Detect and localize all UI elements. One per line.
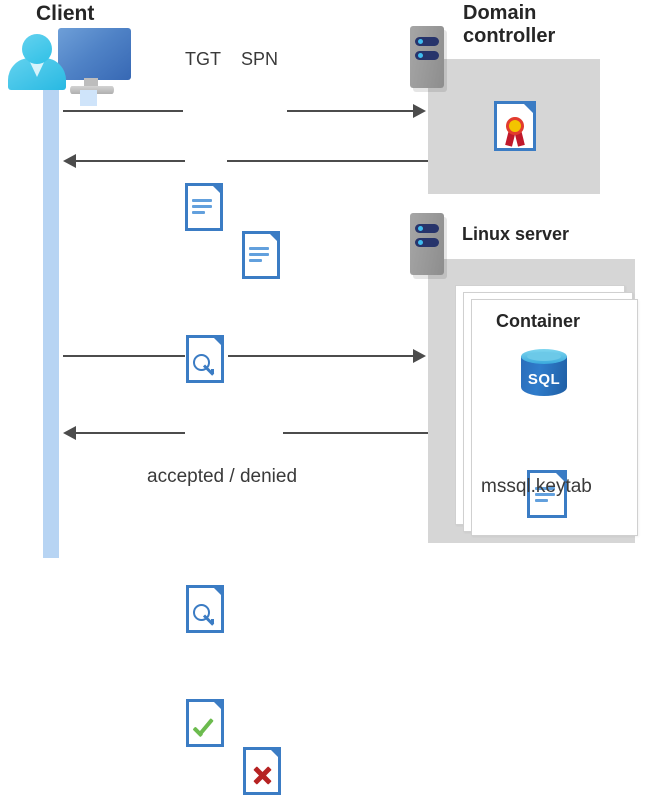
approved-document-icon [186, 699, 224, 747]
check-mark-icon [192, 716, 218, 738]
monitor-screen-icon [58, 28, 131, 80]
client-label: Client [36, 2, 95, 25]
certificate-seal-icon [505, 117, 527, 147]
monitor-stem [80, 90, 97, 106]
denied-document-icon [243, 747, 281, 795]
request-arrow-line-right [287, 110, 414, 112]
keytab-filename-label: mssql.keytab [481, 476, 592, 497]
domain-controller-label: Domain controller [463, 2, 556, 48]
linux-server-rack-icon [410, 213, 444, 275]
present-ticket-arrow-line-right [228, 355, 414, 357]
present-ticket-key-document-icon [186, 585, 224, 633]
spn-document-icon [242, 231, 280, 279]
domain-controller-server-rack-icon [410, 26, 444, 88]
result-arrow-line-right [283, 432, 428, 434]
present-ticket-arrow-head [413, 349, 426, 363]
spn-label: SPN [241, 49, 279, 69]
tgt-document-icon [185, 183, 223, 231]
certificate-document-icon [494, 101, 536, 151]
request-arrow-line-left [63, 110, 183, 112]
sql-database-icon: SQL [521, 349, 567, 403]
x-mark-icon [250, 764, 274, 786]
container-label: Container [496, 311, 581, 331]
sql-database-text: SQL [527, 371, 561, 388]
result-arrow-head [63, 426, 76, 440]
accepted-denied-label: accepted / denied [147, 466, 298, 487]
client-lifeline [43, 66, 59, 558]
present-ticket-arrow-line-left [63, 355, 185, 357]
key-icon [192, 352, 220, 376]
tgt-label: TGT [185, 49, 221, 69]
kerberos-ticket-key-document-icon [186, 335, 224, 383]
result-arrow-line-left [75, 432, 185, 434]
ticket-arrow-line-right [227, 160, 428, 162]
ticket-arrow-line-left [75, 160, 185, 162]
keytab-document-icon [527, 470, 567, 518]
user-head-icon [22, 34, 52, 64]
linux-server-label: Linux server [462, 224, 570, 244]
key-icon [192, 602, 220, 626]
ticket-arrow-head [63, 154, 76, 168]
request-arrow-head [413, 104, 426, 118]
client-computer-user-icon [0, 0, 140, 110]
